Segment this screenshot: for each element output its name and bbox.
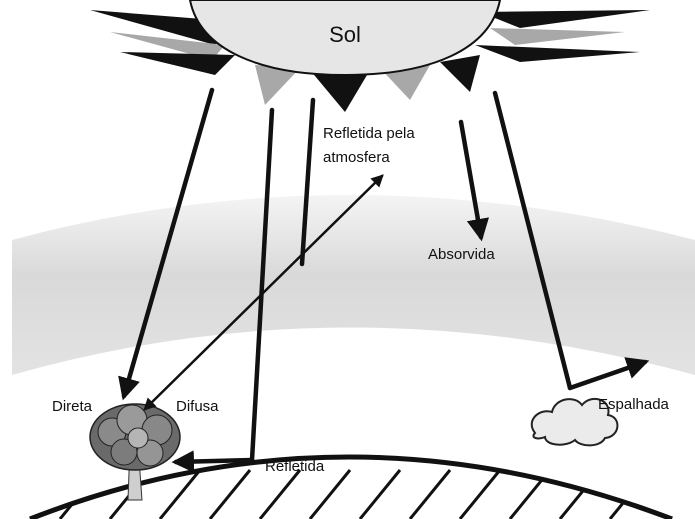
sun-label: Sol	[329, 22, 361, 47]
label-scattered: Espalhada	[598, 396, 670, 413]
label-reflected-atmosphere-line2: atmosfera	[323, 149, 390, 166]
label-absorbed: Absorvida	[428, 246, 495, 263]
ground-reflected-return	[176, 460, 252, 462]
label-reflected-atmosphere: Refletida pela	[323, 125, 415, 142]
label-diffuse: Difusa	[176, 398, 219, 415]
label-direct: Direta	[52, 398, 93, 415]
scattered-return	[570, 362, 645, 388]
label-reflected: Refletida	[265, 458, 325, 475]
atmosphere-band	[12, 195, 695, 375]
